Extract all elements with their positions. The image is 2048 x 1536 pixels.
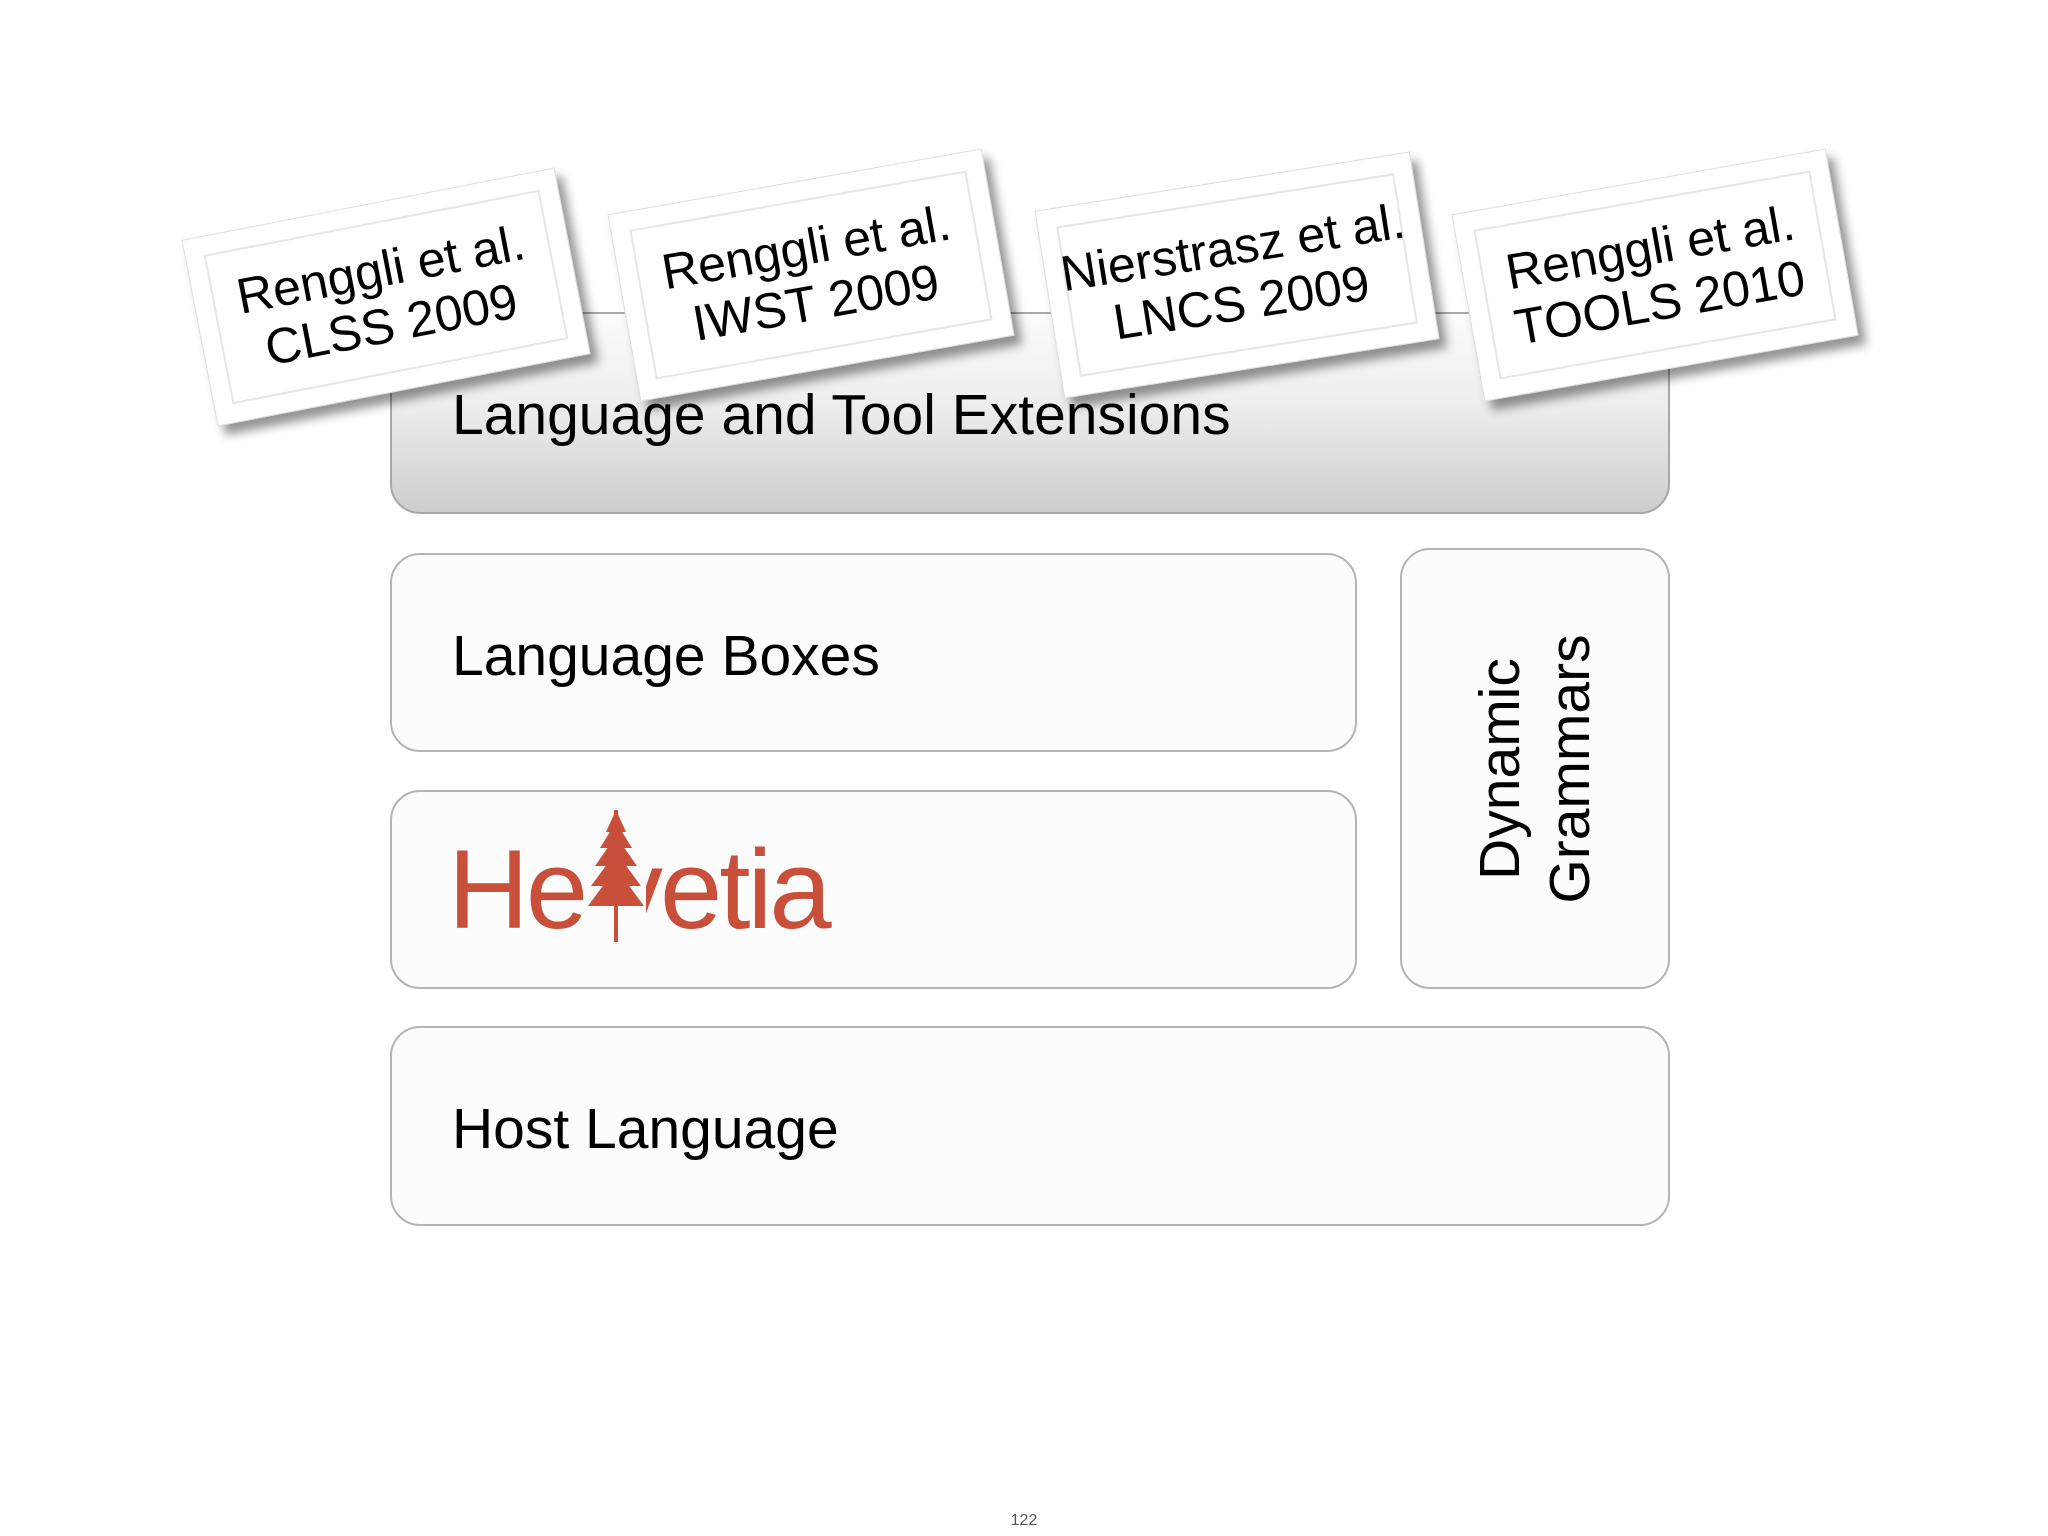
dynamic-grammars-label: Dynamic Grammars	[1460, 569, 1610, 969]
extensions-label: Language and Tool Extensions	[452, 383, 1231, 447]
host-language-label: Host Language	[452, 1097, 839, 1161]
language-and-tool-extensions-box: Language and Tool Extensions	[390, 312, 1670, 514]
helvetia-logo: Helvetia	[448, 806, 888, 962]
page-number: 122	[1010, 1512, 1038, 1529]
citation-card-frame: Renggli et al. TOOLS 2010	[1473, 170, 1837, 380]
language-boxes-box: Language Boxes	[390, 553, 1357, 752]
tree-icon	[586, 806, 646, 946]
host-language-box: Host Language	[390, 1026, 1670, 1226]
helvetia-box: Helvetia	[390, 790, 1357, 989]
citation-card-frame: Renggli et al. IWST 2009	[629, 170, 993, 380]
citation-card-frame: Nierstrasz et al. LNCS 2009	[1056, 173, 1418, 377]
citation-card: Renggli et al. TOOLS 2010	[1451, 148, 1859, 402]
dynamic-grammars-line-2: Grammars	[1538, 633, 1602, 904]
dynamic-grammars-line-1: Dynamic	[1468, 657, 1532, 880]
dynamic-grammars-box: Dynamic Grammars	[1400, 548, 1670, 989]
language-boxes-label: Language Boxes	[452, 624, 880, 688]
